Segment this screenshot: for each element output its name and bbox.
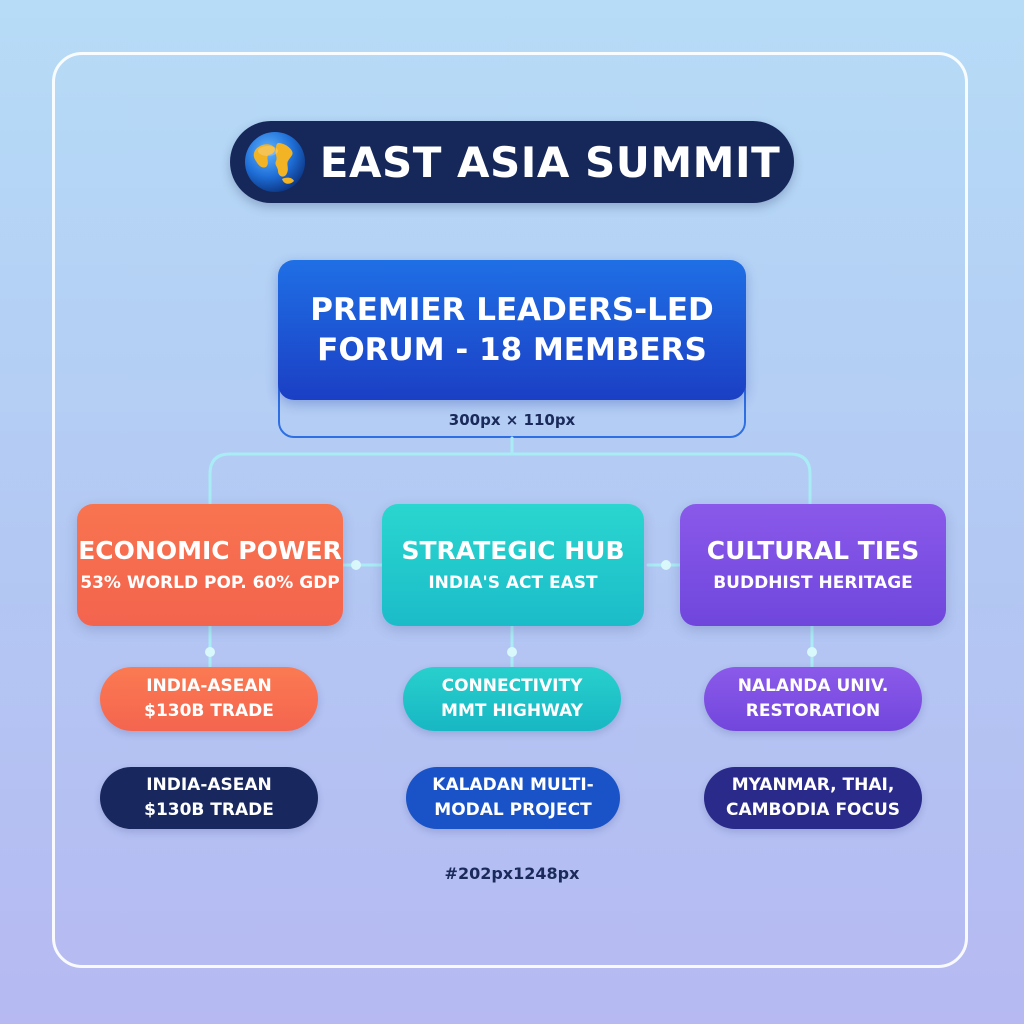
branch-cultural-ties: CULTURAL TIES BUDDHIST HERITAGE xyxy=(680,504,946,626)
pill-econ-detail-1: INDIA-ASEAN $130B TRADE xyxy=(100,667,318,731)
branch-strategic-hub: STRATEGIC HUB INDIA'S ACT EAST xyxy=(382,504,644,626)
pill-econ-detail-2: INDIA-ASEAN $130B TRADE xyxy=(100,767,318,829)
top-node: PREMIER LEADERS-LED FORUM - 18 MEMBERS xyxy=(278,260,746,400)
title-banner: EAST ASIA SUMMIT xyxy=(230,121,794,203)
pill-line2: $130B TRADE xyxy=(144,701,274,721)
pill-line2: CAMBODIA FOCUS xyxy=(725,800,901,820)
footer-caption: #202px1248px xyxy=(444,863,580,883)
connector-node xyxy=(507,647,517,657)
pill-strat-detail-1: CONNECTIVITY MMT HIGHWAY xyxy=(403,667,621,731)
pill-strat-detail-2: KALADAN MULTI- MODAL PROJECT xyxy=(406,767,620,829)
branch-economic-power: ECONOMIC POWER 53% WORLD POP. 60% GDP xyxy=(77,504,343,626)
pill-line1: CONNECTIVITY xyxy=(441,676,583,696)
top-node-line2: FORUM - 18 MEMBERS xyxy=(317,332,707,368)
connector-node xyxy=(661,560,671,570)
globe-icon xyxy=(245,132,305,192)
pill-cult-detail-2: MYANMAR, THAI, CAMBODIA FOCUS xyxy=(704,767,922,829)
connector-node xyxy=(807,647,817,657)
connector-node xyxy=(351,560,361,570)
branch-title: CULTURAL TIES xyxy=(706,536,920,565)
branch-title: STRATEGIC HUB xyxy=(401,536,625,565)
branch-subtitle: INDIA'S ACT EAST xyxy=(428,573,598,593)
pill-line2: RESTORATION xyxy=(745,701,881,721)
page-title: EAST ASIA SUMMIT xyxy=(319,137,781,187)
pill-cult-detail-1: NALANDA UNIV. RESTORATION xyxy=(704,667,922,731)
pill-line1: INDIA-ASEAN xyxy=(146,775,272,795)
pill-line2: MODAL PROJECT xyxy=(434,800,592,820)
connector-node xyxy=(205,647,215,657)
pill-line1: NALANDA UNIV. xyxy=(737,676,889,696)
diagram-frame xyxy=(52,52,968,968)
branch-subtitle: 53% WORLD POP. 60% GDP xyxy=(80,573,340,593)
connector-branch-bar xyxy=(208,452,812,506)
pill-line1: MYANMAR, THAI, xyxy=(731,775,895,795)
branch-title: ECONOMIC POWER xyxy=(78,536,342,565)
top-node-line1: PREMIER LEADERS-LED xyxy=(310,292,714,328)
pill-line1: INDIA-ASEAN xyxy=(146,676,272,696)
pill-line2: MMT HIGHWAY xyxy=(441,701,583,721)
top-node-caption: 300px × 110px xyxy=(448,411,576,429)
pill-line2: $130B TRADE xyxy=(144,800,274,820)
pill-line1: KALADAN MULTI- xyxy=(432,775,594,795)
branch-subtitle: BUDDHIST HERITAGE xyxy=(713,573,913,593)
